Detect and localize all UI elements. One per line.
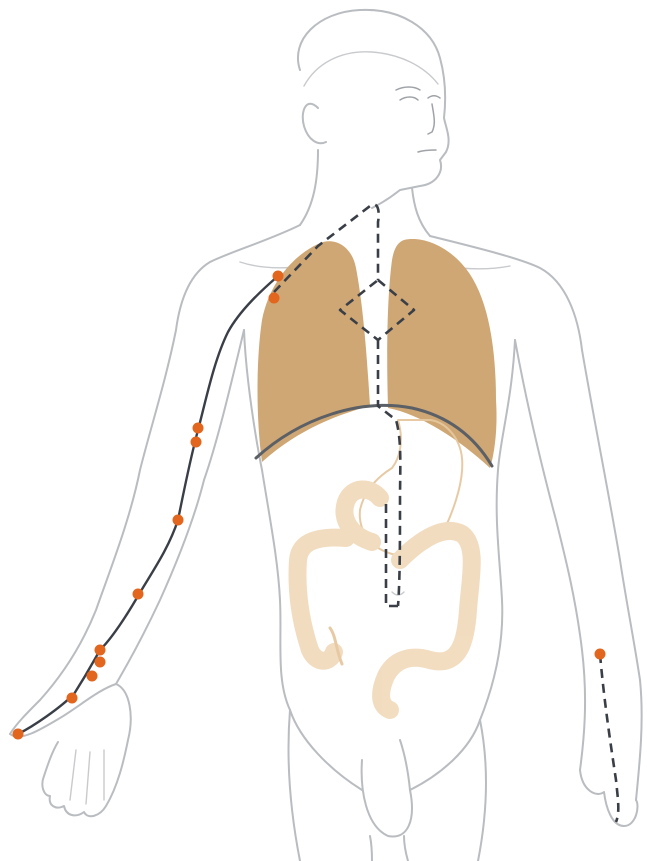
meridian-arm-external [18, 276, 278, 734]
acupoint-2[interactable] [269, 293, 280, 304]
neck-left [300, 150, 318, 225]
acupoint-left-wrist[interactable] [595, 649, 606, 660]
right-lung [387, 239, 496, 468]
acupoint-1[interactable] [273, 271, 284, 282]
right-leg [478, 720, 486, 861]
eye-left [400, 97, 418, 100]
left-leg [288, 710, 300, 861]
large-intestine [298, 489, 472, 710]
acupoint-9[interactable] [87, 671, 98, 682]
mouth [418, 150, 436, 152]
right-arm-outer [582, 350, 642, 800]
eye-right [428, 96, 440, 98]
lungs [256, 239, 497, 468]
acupoint-5[interactable] [173, 515, 184, 526]
right-arm-inner [515, 340, 585, 770]
acupoint-8[interactable] [95, 657, 106, 668]
digestive-organs [298, 420, 472, 710]
acupoint-7[interactable] [95, 645, 106, 656]
inner-leg-left [370, 836, 372, 861]
pelvis-right [410, 720, 480, 790]
right-hand [580, 770, 638, 826]
acupoint-6[interactable] [133, 589, 144, 600]
left-fingers [70, 750, 104, 804]
hairline [304, 52, 438, 86]
neck-right [412, 188, 430, 236]
pelvis-left [290, 710, 362, 790]
ear-outline [303, 104, 326, 143]
inner-leg-right [404, 836, 408, 861]
body-outline [10, 10, 642, 861]
nose [428, 104, 434, 134]
acupoint-10[interactable] [67, 693, 78, 704]
groin-outline [362, 740, 412, 837]
head-outline [298, 10, 449, 208]
acupoint-11[interactable] [13, 729, 24, 740]
brow-left [396, 87, 420, 90]
acupoint-4[interactable] [191, 437, 202, 448]
meridian-left-wrist [600, 654, 618, 822]
acupoint-3[interactable] [193, 423, 204, 434]
